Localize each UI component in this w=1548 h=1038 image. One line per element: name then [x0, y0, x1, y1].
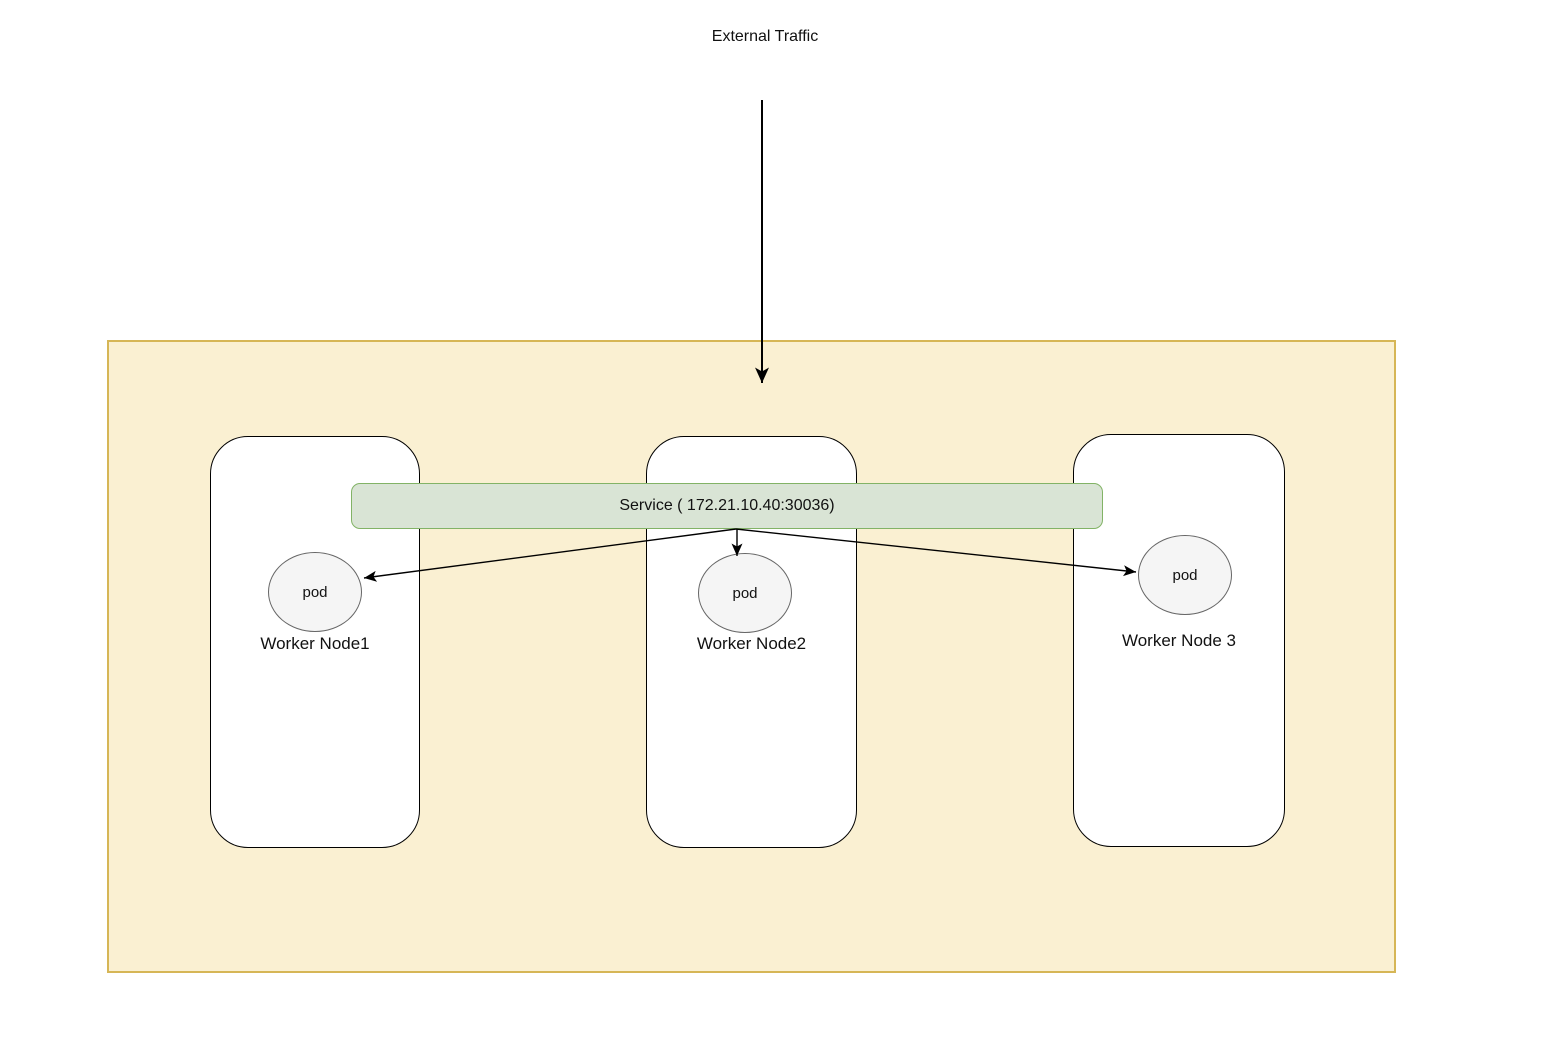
external-traffic-label: External Traffic — [711, 28, 819, 45]
pod-ellipse-node2: pod — [698, 553, 792, 633]
worker-node-3: Worker Node 3 — [1073, 434, 1285, 847]
pod-ellipse-node3: pod — [1138, 535, 1232, 615]
pod-3-label: pod — [1172, 566, 1198, 584]
worker-node-2-label: Worker Node2 — [696, 634, 807, 653]
service-label: Service ( 172.21.10.40:30036) — [619, 497, 835, 514]
worker-node-1-label: Worker Node1 — [260, 634, 370, 653]
pod-2-label: pod — [732, 584, 758, 602]
service-bar: Service ( 172.21.10.40:30036) — [351, 483, 1103, 529]
pod-1-label: pod — [302, 583, 328, 601]
worker-node-3-label: Worker Node 3 — [1121, 631, 1236, 650]
pod-ellipse-node1: pod — [268, 552, 362, 632]
